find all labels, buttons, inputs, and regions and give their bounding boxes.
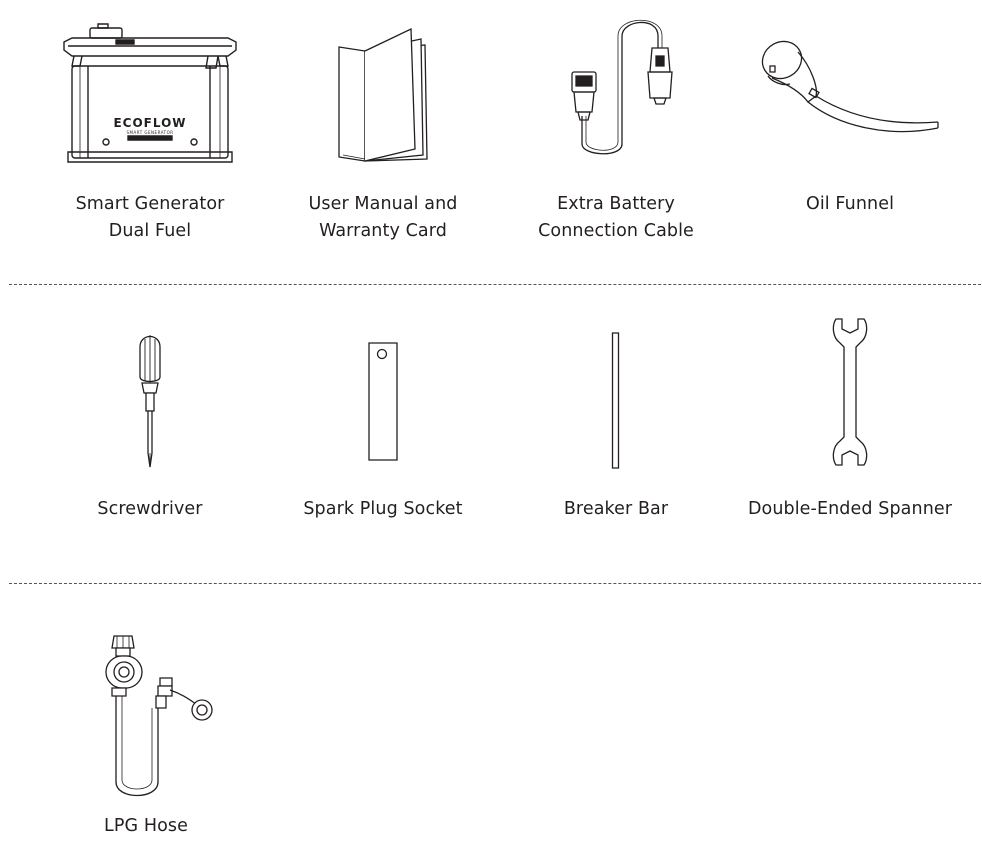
item-caption-spark-plug-socket: Spark Plug Socket	[303, 499, 463, 519]
screwdriver-illustration	[134, 335, 166, 471]
battery-cable-illustration	[562, 16, 682, 160]
section-divider-2	[9, 583, 981, 584]
generator-brand-logo: ECOFLOW	[113, 116, 186, 130]
item-caption-lpg-hose: LPG Hose	[104, 816, 188, 836]
item-caption-battery-cable: Extra Battery Connection Cable	[538, 194, 694, 241]
item-caption-screwdriver: Screwdriver	[97, 499, 203, 519]
item-caption-breaker-bar: Breaker Bar	[563, 499, 669, 519]
item-caption-oil-funnel: Oil Funnel	[805, 194, 895, 214]
item-caption-smart-generator: Smart Generator Dual Fuel	[75, 194, 225, 241]
user-manual-illustration	[335, 27, 430, 163]
generator-model-label: SMART GENERATOR	[127, 130, 174, 135]
lpg-hose-illustration	[102, 632, 216, 798]
double-ended-spanner-illustration	[832, 317, 868, 467]
item-caption-double-ended-spanner: Double-Ended Spanner	[747, 499, 953, 519]
spark-plug-socket-illustration	[368, 342, 398, 462]
breaker-bar-illustration	[611, 332, 621, 470]
smart-generator-illustration: ECOFLOW SMART GENERATOR	[58, 22, 242, 164]
oil-funnel-illustration	[758, 38, 942, 142]
item-caption-user-manual: User Manual and Warranty Card	[308, 194, 458, 241]
section-divider-1	[9, 284, 981, 285]
